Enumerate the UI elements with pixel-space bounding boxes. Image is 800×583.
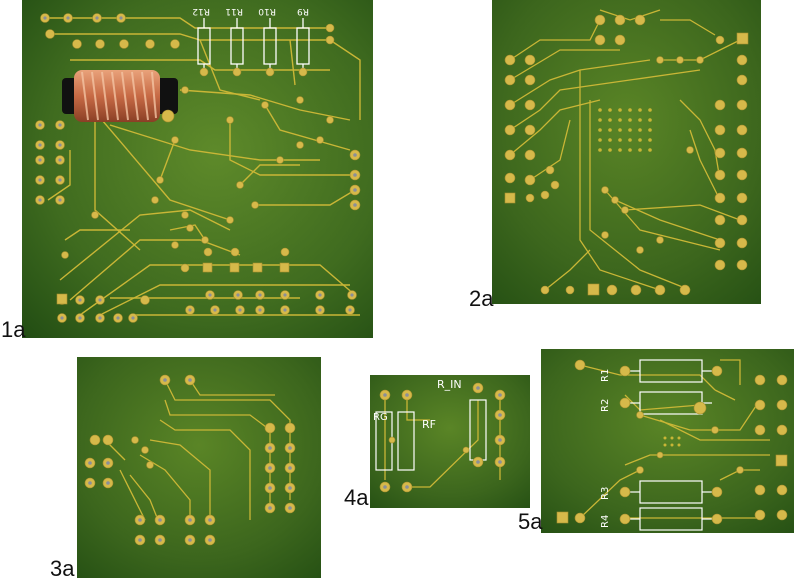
- panel-label-4a: 4a: [344, 485, 369, 510]
- silk-label-r3: R3: [600, 487, 611, 500]
- silk-label-r10: R10: [258, 6, 276, 16]
- board-3a: [77, 357, 321, 578]
- silk-label-r1: R1: [600, 369, 611, 382]
- silk-label-r12: R12: [192, 6, 210, 16]
- silk-label-r11: R11: [225, 6, 243, 16]
- panel-label-5a: 5a: [518, 509, 543, 534]
- panel-label-1a: 1a: [1, 317, 26, 342]
- board-2a: [492, 0, 761, 304]
- silk-label-r2: R2: [600, 399, 611, 412]
- silk-label-rg: RG: [373, 412, 388, 423]
- board-5a: R1 R2 R3 R4: [541, 349, 794, 533]
- panel-label-2a: 2a: [469, 286, 494, 311]
- silk-label-r4: R4: [600, 515, 611, 528]
- panel-label-3a: 3a: [50, 556, 75, 581]
- silk-label-r-in: R_IN: [437, 378, 462, 391]
- inductor-coil: [62, 70, 178, 122]
- pads-1a: [35, 13, 361, 323]
- silk-label-rf: RF: [422, 418, 436, 431]
- silk-label-r9: R9: [297, 6, 309, 16]
- board-1a: R12 R11 R10 R9: [22, 0, 373, 338]
- board-4a: R_IN RG RF: [370, 375, 530, 508]
